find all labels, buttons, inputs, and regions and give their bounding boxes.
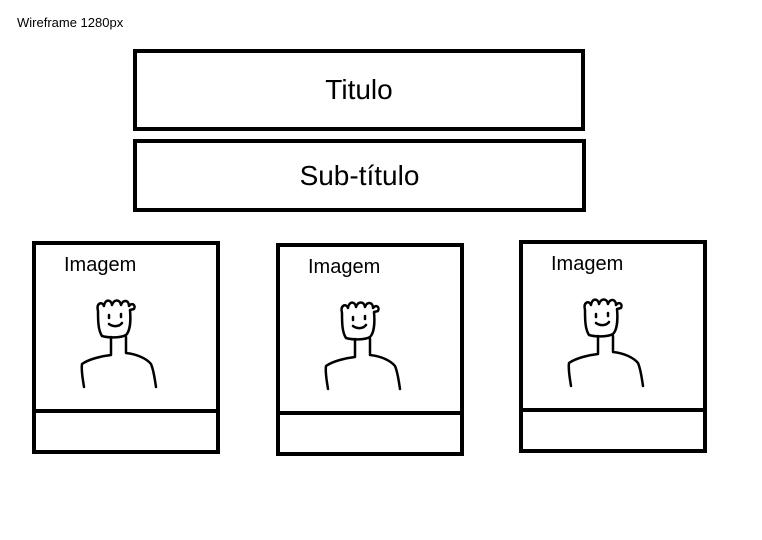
image-label: Imagem bbox=[551, 253, 624, 275]
card-divider bbox=[521, 408, 705, 412]
card-caption-area bbox=[523, 412, 703, 449]
card-caption-area bbox=[280, 415, 460, 452]
image-label: Imagem bbox=[308, 256, 381, 278]
wireframe-label: Wireframe 1280px bbox=[17, 15, 124, 30]
image-card-1: Imagem bbox=[32, 241, 220, 454]
image-card-3: Imagem bbox=[519, 240, 707, 453]
subtitle-box: Sub-título bbox=[133, 139, 586, 212]
person-sketch-icon bbox=[567, 298, 645, 388]
card-divider bbox=[278, 411, 462, 415]
image-card-2: Imagem bbox=[276, 243, 464, 456]
person-sketch-icon bbox=[80, 299, 158, 389]
title-text: Titulo bbox=[325, 74, 393, 105]
person-sketch-icon bbox=[324, 301, 402, 391]
image-label: Imagem bbox=[64, 254, 137, 276]
card-caption-area bbox=[36, 413, 216, 450]
title-box: Titulo bbox=[133, 49, 585, 131]
card-divider bbox=[34, 409, 218, 413]
subtitle-text: Sub-título bbox=[299, 159, 420, 191]
